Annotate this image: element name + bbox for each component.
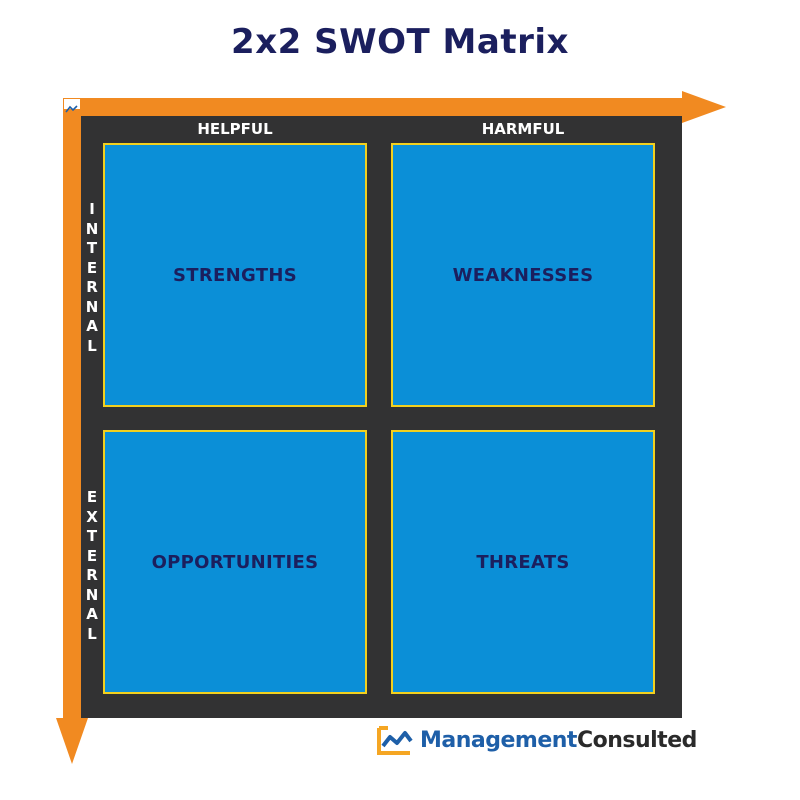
arrow-right-icon: [682, 91, 726, 123]
quadrant-label: OPPORTUNITIES: [151, 551, 319, 573]
horizontal-axis-arrow: [63, 98, 685, 116]
arrow-down-icon: [56, 718, 88, 764]
quadrant-label: THREATS: [476, 551, 570, 573]
quadrant-threats: THREATS: [391, 430, 655, 694]
brand-mini-logo-icon: [64, 99, 80, 113]
quadrant-opportunities: OPPORTUNITIES: [103, 430, 367, 694]
brand-logo: Management Consulted: [376, 723, 697, 757]
column-label-harmful: HARMFUL: [481, 120, 565, 138]
quadrant-label: WEAKNESSES: [452, 264, 594, 286]
brand-name-part1: Management: [420, 727, 577, 753]
quadrant-label: STRENGTHS: [173, 264, 297, 286]
column-label-helpful: HELPFUL: [197, 120, 273, 138]
brand-name-part2: Consulted: [576, 727, 697, 753]
page-title: 2x2 SWOT Matrix: [231, 22, 569, 62]
vertical-axis-arrow: [63, 98, 81, 720]
quadrant-weaknesses: WEAKNESSES: [391, 143, 655, 407]
brand-chart-icon: [376, 724, 414, 756]
quadrant-strengths: STRENGTHS: [103, 143, 367, 407]
